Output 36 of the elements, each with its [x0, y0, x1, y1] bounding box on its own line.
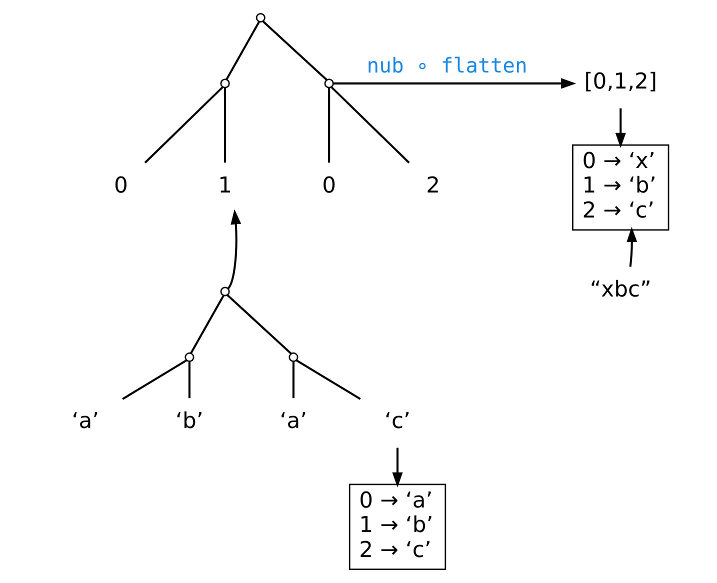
- edge-label: nub ∘ flatten: [366, 54, 528, 78]
- node-circle: [184, 352, 194, 362]
- connector: [226, 294, 292, 354]
- node-text: ‘b’: [176, 409, 204, 434]
- node-circle: [256, 12, 266, 23]
- node-text: ‘c’: [384, 409, 410, 434]
- node-text: “xbc”: [590, 278, 652, 303]
- connector: [144, 86, 224, 164]
- node-circle: [324, 78, 334, 88]
- connector: [190, 295, 224, 354]
- node-box: 0 → ‘a’ 1 → ‘b’ 2 → ‘c’: [348, 484, 446, 570]
- arrow: [615, 108, 626, 148]
- node-text: 1: [218, 174, 232, 199]
- node-text: 0: [114, 174, 128, 199]
- node-text: ‘a’: [280, 409, 308, 434]
- node-circle: [220, 286, 230, 296]
- connector: [328, 88, 330, 163]
- connector: [292, 362, 295, 398]
- connector: [188, 362, 190, 398]
- arrow: [227, 209, 242, 290]
- node-circle: [288, 352, 298, 362]
- node-circle: [220, 78, 230, 88]
- connector: [262, 20, 328, 81]
- arrow: [626, 226, 638, 267]
- connector: [122, 360, 187, 400]
- connector: [226, 21, 260, 80]
- connector: [330, 86, 410, 164]
- node-text: [0,1,2]: [584, 70, 658, 95]
- arrow: [333, 78, 576, 89]
- node-box: 0 → ‘x’ 1 → ‘b’ 2 → ‘c’: [572, 144, 670, 231]
- connector: [296, 360, 361, 400]
- arrow: [392, 448, 403, 488]
- node-text: ‘a’: [72, 409, 100, 434]
- node-text: 2: [426, 174, 440, 199]
- connector: [224, 88, 226, 163]
- node-text: 0: [322, 174, 336, 199]
